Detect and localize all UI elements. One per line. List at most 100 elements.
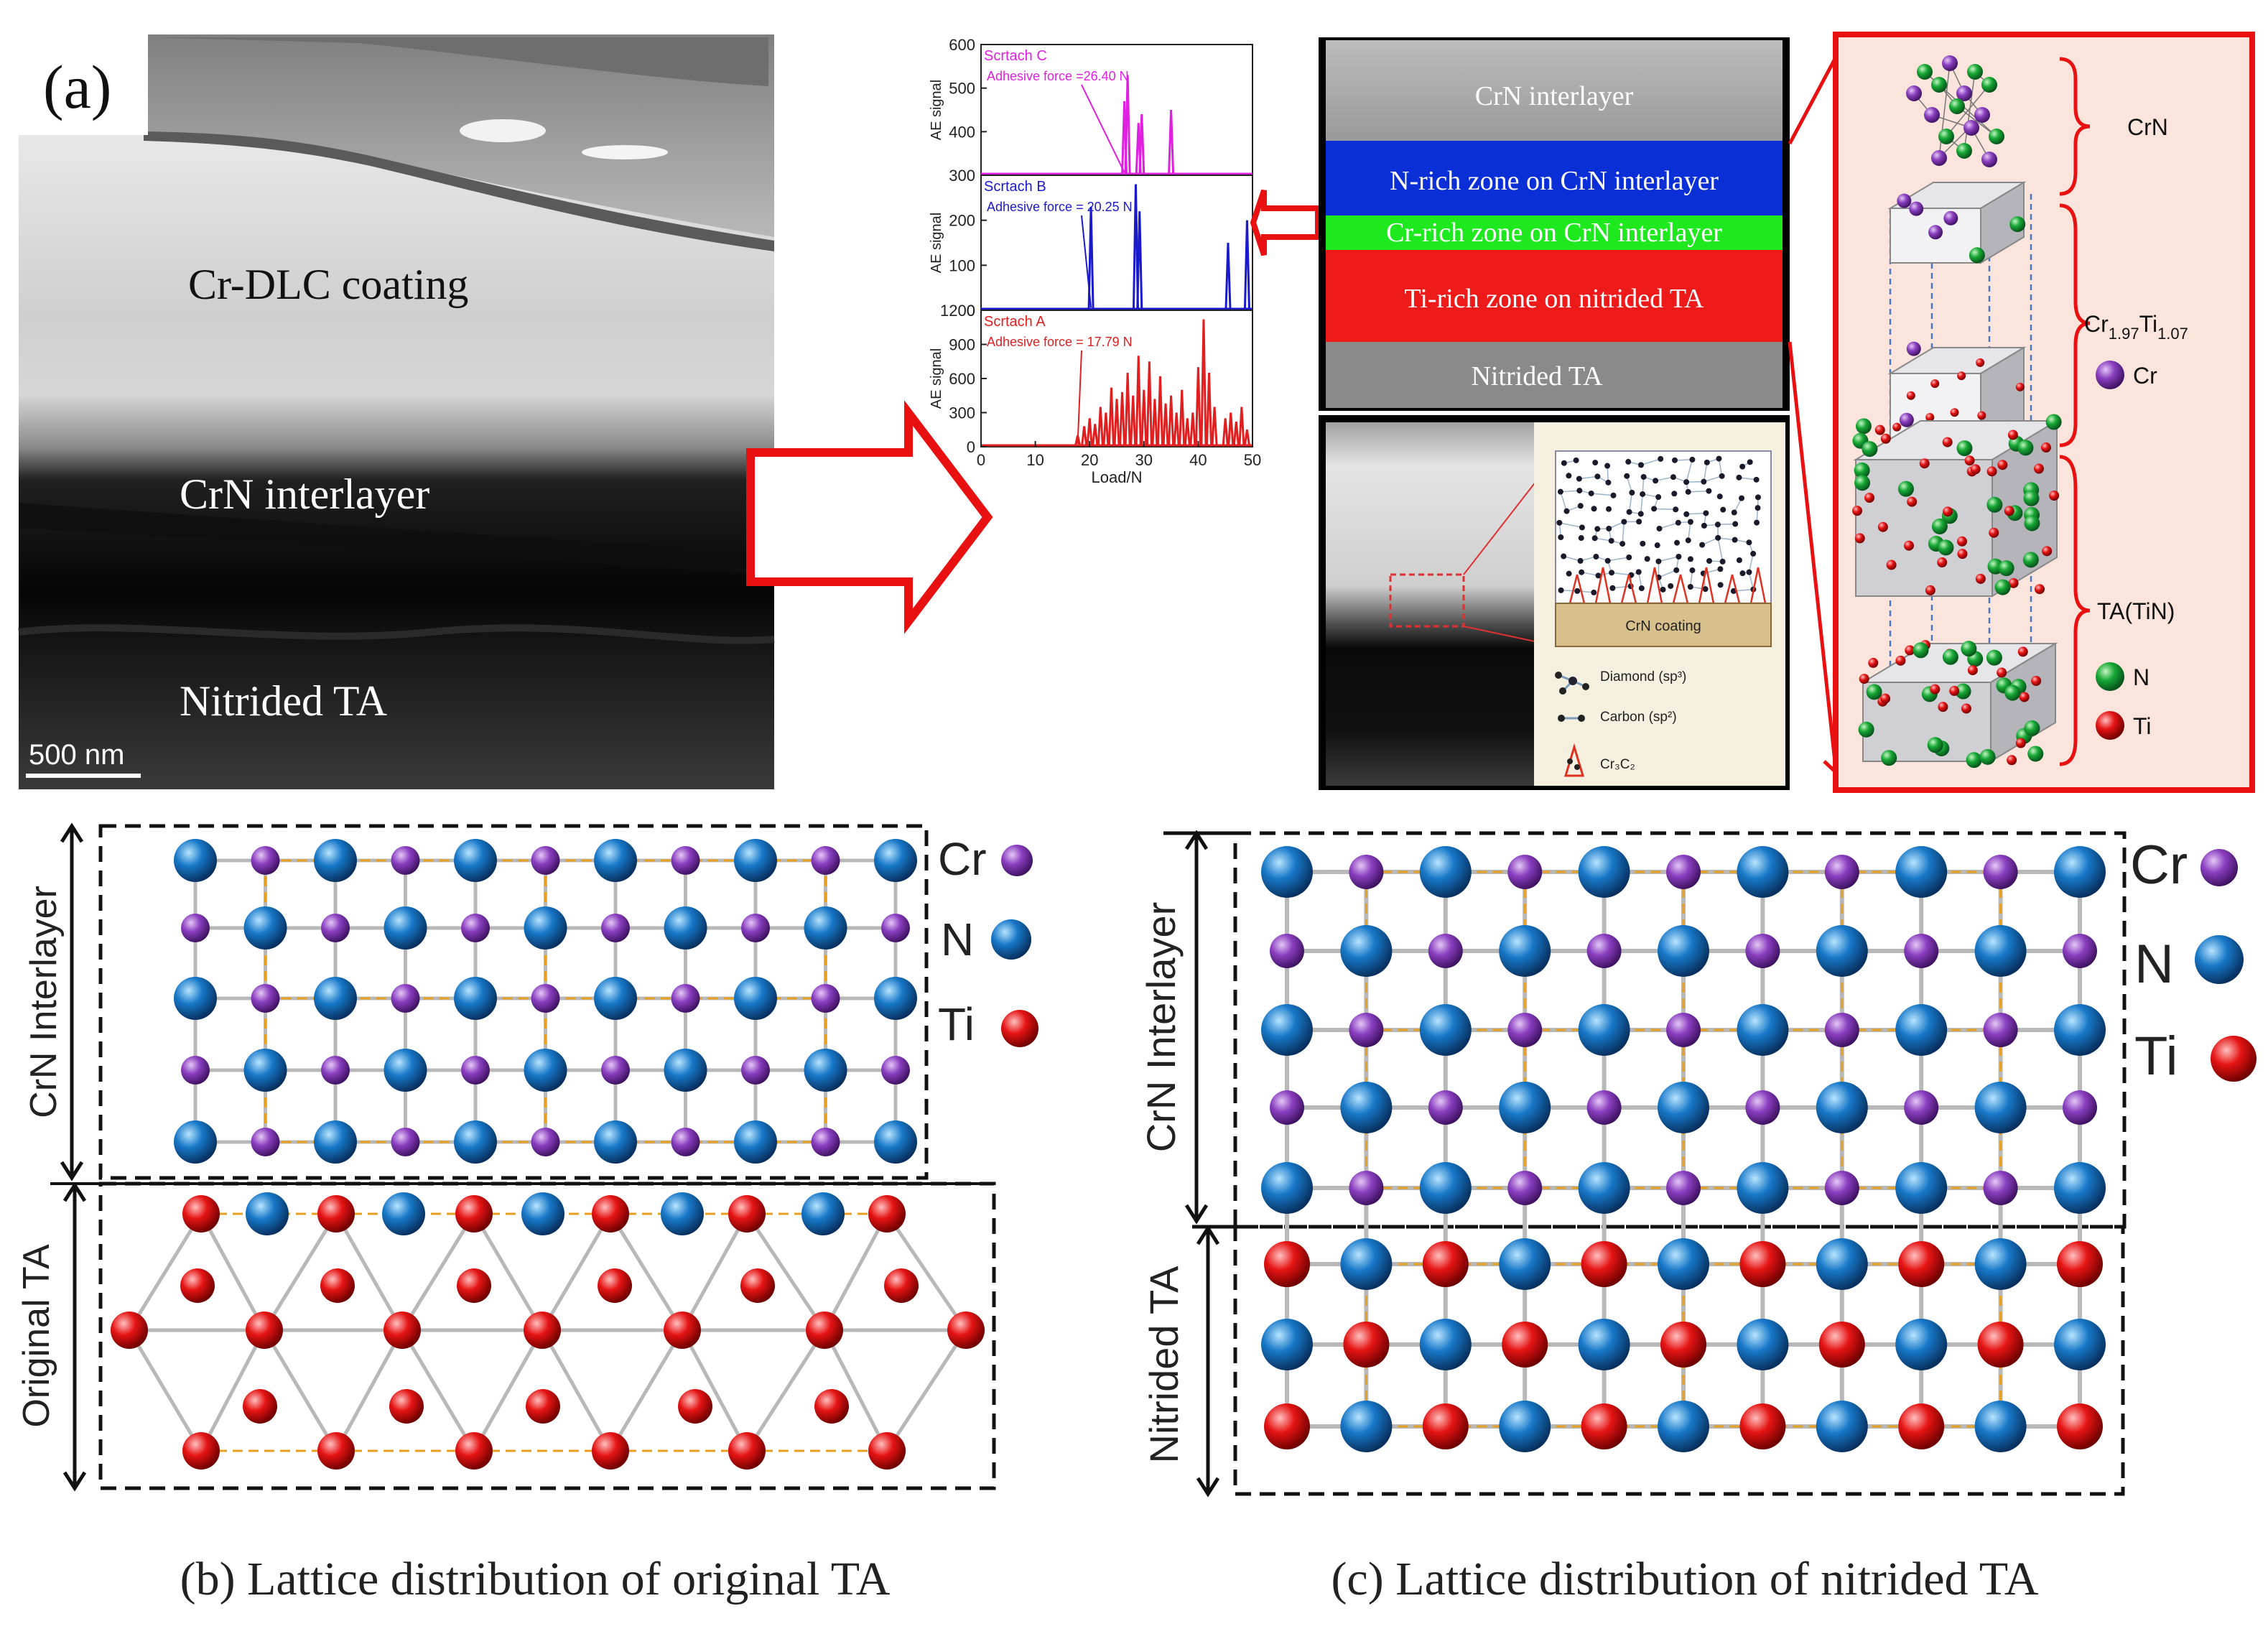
y-axis-label: AE signal — [929, 80, 944, 141]
n-atom — [243, 1049, 287, 1092]
crystal-atom — [1906, 391, 1915, 400]
crystal-atom — [2008, 577, 2019, 588]
inset-atom — [1673, 506, 1679, 513]
n-atom — [2054, 1319, 2106, 1370]
inset-atom — [1578, 535, 1584, 542]
scratch-spike — [1184, 418, 1191, 446]
ti-atom — [317, 1432, 355, 1470]
crystal-atom — [1855, 418, 1872, 435]
crystal-atom — [1989, 527, 1999, 538]
scratch-spike — [1238, 407, 1245, 446]
panel-a-label: (a) — [43, 52, 111, 121]
inset-atom — [1736, 474, 1742, 481]
n-atom — [1658, 1401, 1709, 1452]
crystal-atom — [1967, 665, 1978, 676]
scratch-spike — [1130, 395, 1137, 446]
inset-atom — [1558, 534, 1564, 541]
inset-atom — [1719, 558, 1726, 565]
inset-atom — [1624, 473, 1630, 479]
inset-atom — [1593, 554, 1599, 560]
inset-atom — [1640, 473, 1647, 480]
adhesive-force-annotation: Adhesive force = 20.25 N — [987, 200, 1133, 214]
crystal-atom — [1943, 506, 1953, 517]
ti-atom — [1343, 1322, 1390, 1368]
n-atom — [314, 977, 357, 1020]
crystal-atom — [1930, 684, 1941, 695]
crystal-atom — [1937, 557, 1948, 568]
n-atom — [1974, 1238, 2027, 1290]
cr-atom — [1983, 1171, 2018, 1205]
brace-crti — [2059, 203, 2091, 447]
inset-atom — [1604, 557, 1611, 564]
inset-atom — [1689, 567, 1696, 574]
x-tick-label: 30 — [1135, 451, 1153, 469]
crystal-atom — [1957, 371, 1966, 381]
crystal-atom — [1854, 462, 1870, 478]
cr-atom — [531, 846, 560, 875]
panel-c-lattice — [1261, 846, 2106, 1452]
inset-atom — [1637, 511, 1644, 517]
ti-atom — [182, 1195, 220, 1233]
y-tick-label: 0 — [967, 438, 975, 456]
crystal-atom — [1874, 424, 1885, 435]
y-tick-label: 1200 — [940, 302, 975, 320]
diamond-sp3-icon — [1555, 672, 1589, 695]
crystal-cubes — [1852, 55, 2062, 769]
crystal-atom — [1907, 496, 1918, 507]
n-atom — [874, 977, 917, 1020]
inset-atom — [1592, 460, 1599, 466]
scale-bar-label: 500 nm — [29, 739, 124, 771]
crystal-atom — [1961, 641, 1977, 657]
scratch-spike — [1189, 412, 1196, 446]
cr-atom — [1745, 1090, 1780, 1125]
n-atom — [521, 1192, 564, 1235]
brace-crn — [2059, 57, 2091, 196]
inset-atom — [1558, 587, 1564, 593]
inset-atom — [1576, 488, 1583, 494]
inset-atom — [1715, 534, 1721, 541]
ta-upper-cube — [1852, 414, 2062, 598]
cr-atom — [1349, 855, 1384, 889]
bracket-ta-label: TA(TiN) — [2097, 598, 2175, 624]
crystal-atom — [1903, 540, 1914, 551]
inset-atom — [1753, 476, 1760, 483]
crystal-atom — [2017, 440, 2034, 456]
scratch-spike — [1135, 356, 1142, 446]
inset-atom — [1687, 519, 1693, 525]
cr-atom — [321, 1056, 350, 1085]
n-atom — [524, 906, 567, 950]
n-atom — [1578, 1162, 1630, 1214]
inset-atom — [1606, 506, 1612, 512]
ti-atom — [2057, 1403, 2103, 1449]
ti-atom — [592, 1195, 629, 1233]
n-atom — [1816, 1082, 1868, 1133]
inset-atom — [1594, 526, 1601, 532]
n-atom — [1974, 1082, 2027, 1133]
cr-atom — [741, 1056, 770, 1085]
ti-atom — [1818, 1322, 1865, 1368]
n-atom — [174, 839, 217, 882]
crystal-atom — [2049, 491, 2060, 501]
ti-atom — [320, 1268, 355, 1303]
chart-frame — [980, 44, 1253, 447]
crystal-atom — [2045, 414, 2062, 430]
crystal-atom — [2019, 692, 2030, 702]
n-atom — [734, 1120, 777, 1164]
inset-atom — [1658, 455, 1664, 462]
panel-c-top-box — [1233, 831, 2127, 1229]
ti-atom — [598, 1268, 632, 1303]
crystal-atom — [1975, 573, 1986, 584]
scratch-spike — [1243, 220, 1250, 310]
cr-atom — [671, 1128, 700, 1156]
scratch-spike — [1179, 389, 1186, 446]
crystal-atom — [2023, 490, 2040, 506]
crystal-atom — [1989, 129, 2004, 144]
crystal-legend-ti-icon — [2096, 711, 2124, 740]
n-atom — [384, 1049, 427, 1092]
inset-atom — [1563, 508, 1570, 514]
cr-atom — [1983, 855, 2018, 889]
cr-atom — [391, 1128, 420, 1156]
inset-atom — [1746, 569, 1752, 575]
n-atom — [1658, 925, 1709, 977]
